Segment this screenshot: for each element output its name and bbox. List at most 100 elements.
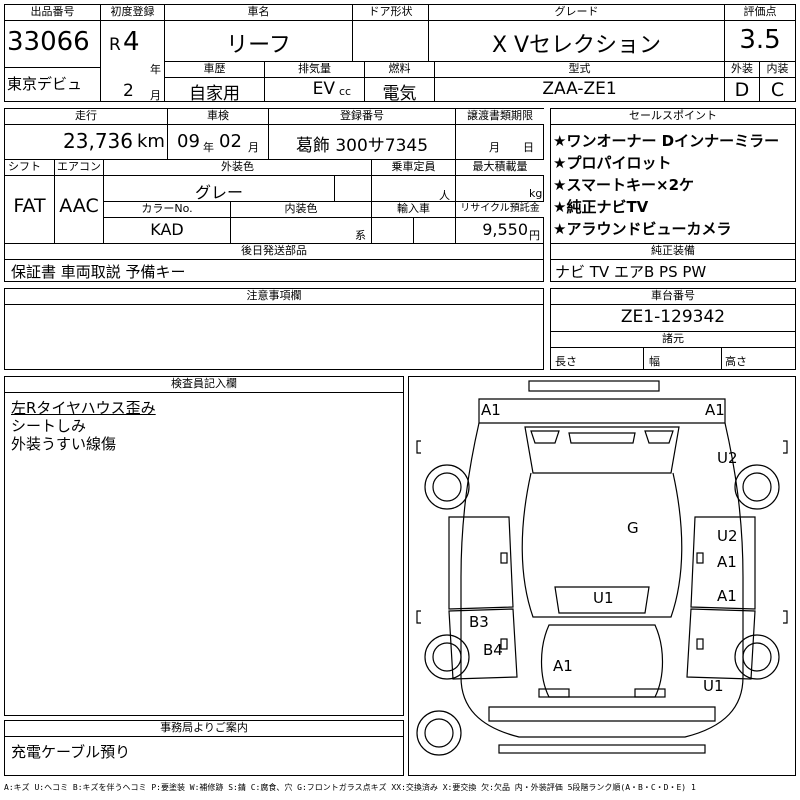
recycle-unit: 円	[529, 229, 540, 241]
caution-label: 注意事項欄	[5, 289, 543, 305]
door-label: ドア形状	[353, 5, 428, 21]
door-value	[353, 27, 428, 55]
width-label: 幅	[649, 355, 660, 367]
inspection-label: 車検	[168, 109, 268, 125]
mileage-value: 23,736	[63, 129, 133, 153]
caution-box: 注意事項欄	[4, 288, 544, 370]
model-code: ZAA-ZE1	[542, 79, 617, 99]
score: 3.5	[739, 25, 781, 55]
load-label: 最大積載量	[456, 160, 544, 176]
chassis-label: 車台番号	[551, 289, 795, 305]
damage-mark: U1	[703, 677, 724, 695]
month-unit: 月	[150, 89, 161, 101]
color-no-label: カラーNo.	[104, 202, 230, 218]
era: R	[109, 35, 121, 55]
recycle-value: 9,550	[482, 220, 528, 239]
chassis-value: ZE1-129342	[620, 307, 726, 327]
caution-text	[11, 309, 539, 365]
exterior-grade: D	[734, 79, 750, 101]
chassis-box: 車台番号 ZE1-129342 諸元 長さ 幅 高さ	[550, 288, 796, 370]
equipment-value: ナビ TV エアB PS PW	[555, 263, 707, 281]
office-label: 事務局よりご案内	[5, 721, 403, 737]
damage-mark: A1	[481, 401, 501, 419]
transfer-day-unit: 日	[523, 141, 534, 153]
inspection-month-unit: 月	[248, 141, 259, 153]
displacement-unit: cc	[339, 85, 352, 98]
car-name-label: 車名	[165, 5, 352, 21]
office-box: 事務局よりご案内 充電ケーブル預り	[4, 720, 404, 776]
delivery-value: 保証書 車両取説 予備キー	[11, 263, 186, 281]
inspection-year: 09	[177, 131, 200, 152]
fuel-value: 電気	[382, 84, 417, 101]
color-no-value: KAD	[150, 220, 184, 239]
mileage-unit: km	[137, 131, 165, 152]
dims-label: 諸元	[551, 332, 795, 348]
color-label: 外装色	[104, 160, 371, 176]
sales-point: ★純正ナビTV	[553, 198, 649, 216]
score-label: 評価点	[725, 5, 795, 21]
sales-point: ★ワンオーナー Dインナーミラー	[553, 132, 780, 150]
car-diagram: A1 A1 U2 G U2 A1 U1 A1 B3 B4 A1 U1	[408, 376, 796, 776]
color-value: グレー	[194, 183, 243, 201]
inspection-month: 02	[219, 131, 242, 152]
equipment-label: 純正装備	[551, 244, 795, 260]
inspector-label: 検査員記入欄	[5, 377, 403, 393]
grade: X Vセレクション	[491, 33, 662, 57]
length-label: 長さ	[555, 355, 577, 367]
shift-value: FAT	[13, 195, 46, 217]
exterior-label: 外装	[725, 62, 759, 78]
delivery-label: 後日発送部品	[5, 244, 543, 260]
damage-mark: G	[627, 519, 639, 537]
reg-label: 初度登録	[101, 5, 164, 21]
history-label: 車歴	[165, 62, 264, 78]
plate-label: 登録番号	[269, 109, 455, 125]
interior-color-label: 内装色	[231, 202, 371, 218]
interior-label: 内装	[760, 62, 795, 78]
capacity-label: 乗車定員	[372, 160, 455, 176]
inspector-line: シートしみ	[11, 417, 87, 435]
recycle-label: リサイクル預託金	[456, 202, 544, 218]
shift-label: シフト	[5, 160, 54, 176]
sales-box: セールスポイント ★ワンオーナー Dインナーミラー ★プロパイロット ★スマート…	[550, 108, 796, 282]
transfer-month-unit: 月	[489, 141, 500, 153]
inspection-year-unit: 年	[203, 141, 214, 153]
import-label: 輸入車	[372, 202, 455, 218]
inspector-line: 左Rタイヤハウス歪み	[11, 399, 156, 417]
ac-value: AAC	[59, 195, 99, 217]
damage-mark: A1	[553, 657, 573, 675]
damage-mark: A1	[717, 587, 737, 605]
capacity-unit: 人	[439, 189, 450, 201]
lot-label: 出品番号	[5, 5, 100, 21]
interior-grade: C	[770, 79, 785, 101]
sales-point: ★プロパイロット	[553, 154, 672, 172]
damage-mark: U2	[717, 527, 738, 545]
displacement-label: 排気量	[265, 62, 364, 78]
grade-label: グレード	[429, 5, 724, 21]
car-name: リーフ	[226, 33, 291, 57]
transfer-label: 譲渡書類期限	[456, 109, 544, 125]
fuel-label: 燃料	[365, 62, 434, 78]
inspector-line: 外装うすい線傷	[11, 435, 117, 453]
height-label: 高さ	[725, 355, 747, 367]
reg-month: 2	[123, 81, 134, 101]
displacement-value: EV	[312, 79, 335, 99]
damage-mark: U2	[717, 449, 738, 467]
year-unit: 年	[150, 63, 161, 75]
history-value: 自家用	[189, 84, 240, 101]
load-unit: kg	[529, 187, 543, 200]
car-outline-icon	[416, 380, 788, 756]
legend: A:キズ U:ヘコミ B:キズを伴うヘコミ P:要塗装 W:補修跡 S:錆 C:…	[4, 783, 696, 792]
damage-mark: U1	[593, 589, 614, 607]
damage-mark: A1	[705, 401, 725, 419]
reg-year: 4	[123, 27, 140, 57]
details-box: 走行 車検 登録番号 譲渡書類期限 23,736 km 09 年 02 月 葛飾…	[4, 108, 544, 282]
office-text: 充電ケーブル預り	[11, 743, 131, 761]
venue: 東京デビュ	[7, 75, 83, 93]
damage-mark: A1	[717, 553, 737, 571]
model-label: 型式	[435, 62, 724, 78]
damage-mark: B3	[469, 613, 489, 631]
mileage-label: 走行	[5, 109, 167, 125]
sales-point: ★スマートキー×2ケ	[553, 176, 695, 194]
plate-value: 葛飾 300サ7345	[295, 136, 429, 155]
interior-color-unit: 系	[355, 229, 366, 241]
